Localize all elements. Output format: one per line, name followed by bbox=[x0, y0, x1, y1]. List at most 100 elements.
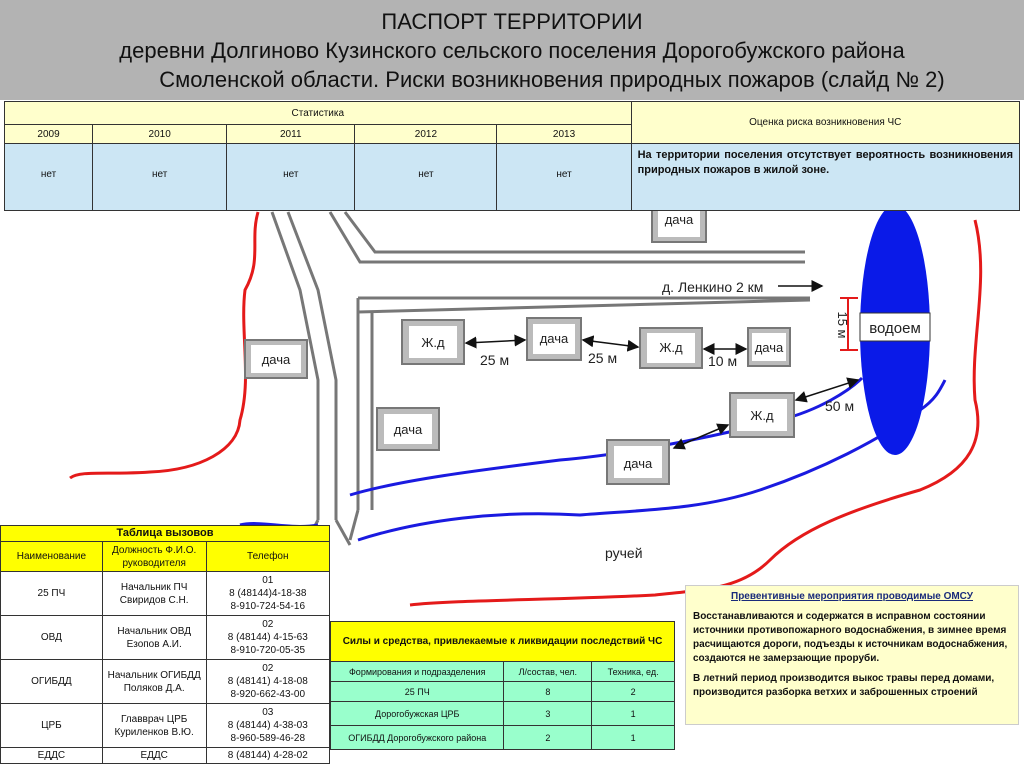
dacha4-label: дача bbox=[394, 422, 423, 437]
reservoir-label: водоем bbox=[869, 320, 921, 337]
phone-line: 8 (48144) 4-15-63 bbox=[227, 632, 308, 643]
distance-10-label: 10 м bbox=[708, 353, 737, 369]
forces-title: Силы и средства, привлекаемые к ликвидац… bbox=[330, 621, 675, 662]
call-name: 25 ПЧ bbox=[0, 571, 103, 616]
forces-staff: 8 bbox=[503, 681, 593, 702]
building-dacha4: дача bbox=[376, 407, 440, 451]
fire-boundary-left bbox=[69, 211, 260, 480]
phone-line: 8 (48144) 4-38-03 bbox=[227, 720, 308, 731]
stats-title: Статистика bbox=[4, 101, 632, 125]
distance-15-marker bbox=[840, 297, 858, 351]
calls-table: Таблица вызовов Наименование Должность Ф… bbox=[0, 525, 331, 764]
year-2012: 2012 bbox=[354, 124, 498, 144]
distance-arrows bbox=[464, 280, 860, 450]
risk-text: На территории поселения отсутствует веро… bbox=[630, 143, 1021, 211]
forces-staff: 2 bbox=[503, 725, 593, 750]
preventive-title: Превентивные мероприятия проводимые ОМСУ bbox=[731, 591, 973, 602]
building-dacha5: дача bbox=[606, 439, 670, 485]
phone-line: 8-920-662-43-00 bbox=[230, 689, 306, 700]
building-jd3: Ж.д bbox=[729, 392, 795, 438]
preventive-paragraph-2: В летний период производится выкос травы… bbox=[693, 673, 995, 698]
forces-staff: 3 bbox=[503, 701, 593, 726]
distance-25b-label: 25 м bbox=[588, 350, 617, 366]
phone-line: 8-910-724-54-16 bbox=[230, 601, 306, 612]
forces-table: Силы и средства, привлекаемые к ликвидац… bbox=[329, 621, 675, 750]
call-phone: 8 (48144) 4-28-02 bbox=[205, 747, 331, 764]
title-line-3: Смоленской области. Риски возникновения … bbox=[159, 67, 945, 92]
call-person: Начальник ОВД Езопов А.И. bbox=[101, 615, 207, 660]
phone-line: 8-960-589-46-28 bbox=[230, 733, 306, 744]
reservoir-label-box bbox=[859, 312, 931, 342]
fire-boundary-right bbox=[409, 219, 983, 607]
distance-15-label: 15 м bbox=[835, 311, 850, 338]
preventive-paragraph-1: Восстанавливаются и содержатся в исправн… bbox=[693, 611, 1008, 664]
value-2010: нет bbox=[92, 143, 228, 211]
phone-line: 8 (48144)4-18-38 bbox=[229, 588, 307, 599]
dacha3-label: дача bbox=[755, 340, 784, 355]
table-row: ЦРБ Главврач ЦРБ Куриленков В.Ю. 03 8 (48… bbox=[0, 703, 331, 748]
title-line-1: ПАСПОРТ ТЕРРИТОРИИ bbox=[381, 9, 643, 34]
building-dacha-left: дача bbox=[244, 339, 308, 379]
value-2011: нет bbox=[226, 143, 356, 211]
call-person: Главврач ЦРБ Куриленков В.Ю. bbox=[101, 703, 207, 748]
jd1-label: Ж.д bbox=[421, 335, 445, 350]
table-row: ОВД Начальник ОВД Езопов А.И. 02 8 (48144… bbox=[0, 615, 331, 660]
preventive-measures-box: Превентивные мероприятия проводимые ОМСУ… bbox=[685, 585, 1019, 725]
table-row: ОГИБДД Дорогобужского района 2 1 bbox=[329, 725, 675, 750]
table-row: ЕДДС ЕДДС 8 (48144) 4-28-02 bbox=[0, 747, 331, 764]
phone-line: 02 bbox=[262, 619, 274, 630]
risk-header: Оценка риска возникновения ЧС bbox=[630, 101, 1021, 144]
forces-header-unit: Формирования и подразделения bbox=[329, 661, 505, 682]
distance-50-label: 50 м bbox=[825, 398, 854, 414]
title-line-2: деревни Долгиново Кузинского сельского п… bbox=[119, 38, 905, 63]
building-dacha2: дача bbox=[526, 317, 582, 361]
value-2013: нет bbox=[496, 143, 632, 211]
jd2-label: Ж.д bbox=[659, 340, 683, 355]
phone-line: 8 (48144) 4-28-02 bbox=[227, 750, 308, 761]
call-person: Начальник ПЧ Свиридов С.Н. bbox=[101, 571, 207, 616]
dacha2-label: дача bbox=[540, 331, 569, 346]
call-phone: 03 8 (48144) 4-38-03 8-960-589-46-28 bbox=[205, 703, 331, 748]
dacha-top-label: дача bbox=[665, 212, 694, 227]
year-2013: 2013 bbox=[496, 124, 632, 144]
phone-line: 02 bbox=[262, 663, 274, 674]
building-dacha3: дача bbox=[747, 327, 791, 367]
call-name: ЦРБ bbox=[0, 703, 103, 748]
forces-unit: 25 ПЧ bbox=[329, 681, 505, 702]
jd3-label: Ж.д bbox=[750, 408, 774, 423]
roads bbox=[270, 211, 811, 546]
building-jd1: Ж.д bbox=[401, 319, 465, 365]
calls-header-name: Наименование bbox=[0, 541, 103, 572]
call-name: ЕДДС bbox=[0, 747, 103, 764]
phone-line: 8 (48141) 4-18-08 bbox=[227, 676, 308, 687]
call-name: ОГИБДД bbox=[0, 659, 103, 704]
forces-unit: Дорогобужская ЦРБ bbox=[329, 701, 505, 726]
forces-header-equipment: Техника, ед. bbox=[591, 661, 675, 682]
value-2012: нет bbox=[354, 143, 498, 211]
dacha5-label: дача bbox=[624, 456, 653, 471]
stream-label: ручей bbox=[605, 545, 643, 561]
forces-equipment: 1 bbox=[591, 701, 675, 726]
table-row: 25 ПЧ 8 2 bbox=[329, 681, 675, 702]
phone-line: 01 bbox=[262, 575, 274, 586]
calls-header-phone: Телефон bbox=[205, 541, 331, 572]
title-bar: ПАСПОРТ ТЕРРИТОРИИ деревни Долгиново Куз… bbox=[0, 0, 1024, 100]
distance-25a-label: 25 м bbox=[480, 352, 509, 368]
statistics-table: Статистика Оценка риска возникновения ЧС… bbox=[3, 101, 1021, 211]
call-phone: 02 8 (48141) 4-18-08 8-920-662-43-00 bbox=[205, 659, 331, 704]
value-2009: нет bbox=[3, 143, 94, 211]
calls-header-person: Должность Ф.И.О. руководителя bbox=[101, 541, 207, 572]
call-phone: 01 8 (48144)4-18-38 8-910-724-54-16 bbox=[205, 571, 331, 616]
calls-title: Таблица вызовов bbox=[0, 525, 330, 542]
building-jd2: Ж.д bbox=[639, 327, 703, 369]
dacha-left-label: дача bbox=[262, 352, 291, 367]
call-person: ЕДДС bbox=[101, 747, 207, 764]
year-2011: 2011 bbox=[226, 124, 356, 144]
forces-equipment: 2 bbox=[591, 681, 675, 702]
table-row: Дорогобужская ЦРБ 3 1 bbox=[329, 701, 675, 726]
call-name: ОВД bbox=[0, 615, 103, 660]
phone-line: 03 bbox=[262, 707, 274, 718]
